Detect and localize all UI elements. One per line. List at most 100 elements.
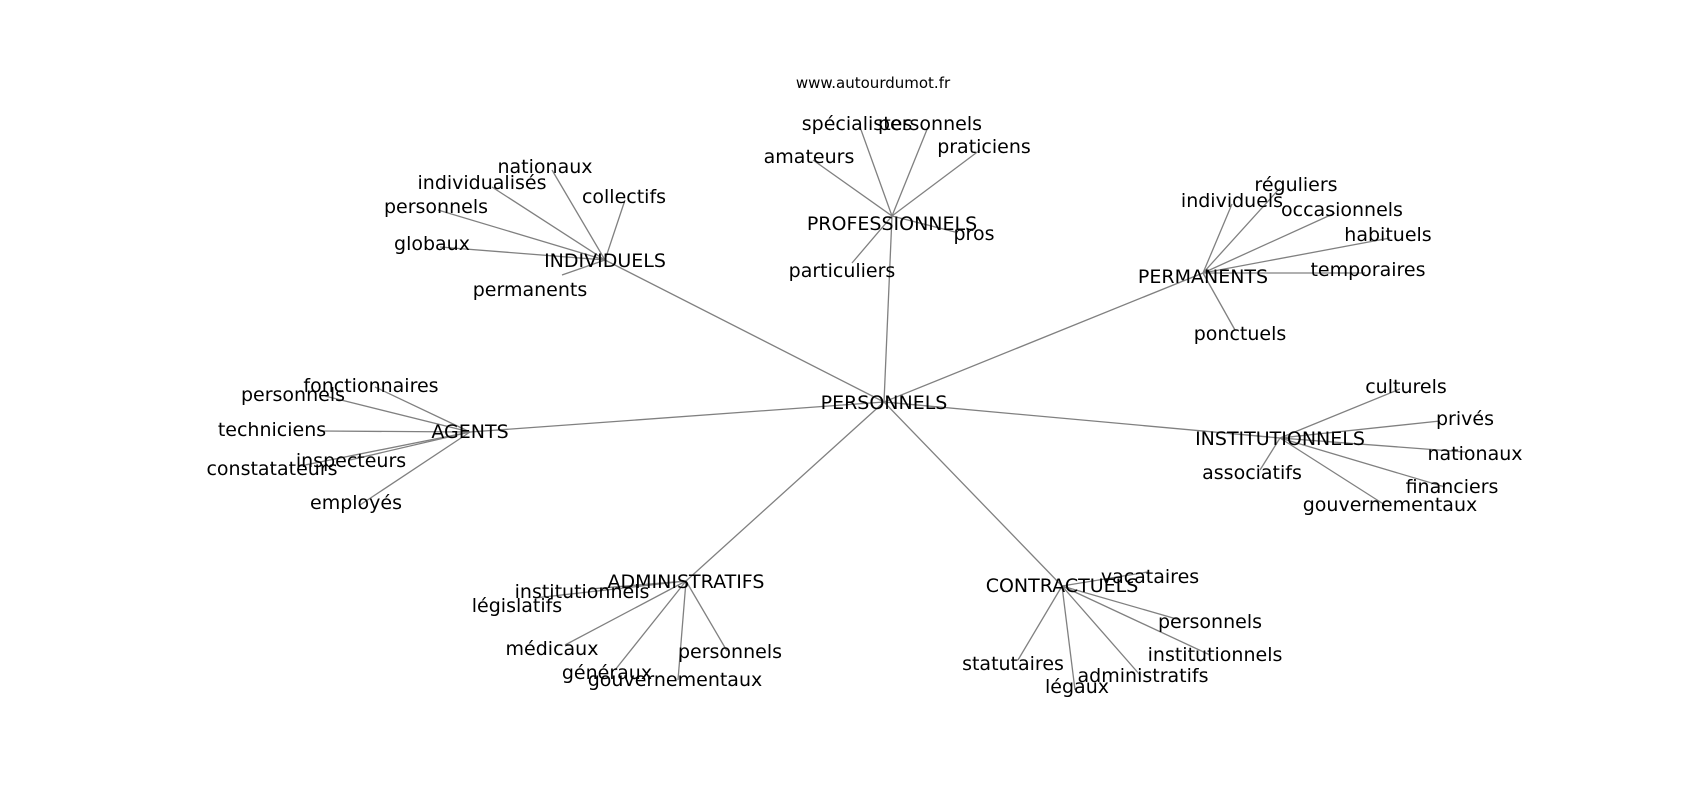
edge-root-group [469, 401, 885, 433]
leaf-node-label: collectifs [582, 186, 666, 208]
group-node-label: ADMINISTRATIFS [608, 571, 765, 593]
leaf-node-label: ponctuels [1194, 323, 1287, 345]
edge-group-leaf [299, 431, 471, 467]
edge-group-leaf [1259, 437, 1281, 471]
leaf-node-label: personnels [241, 384, 345, 406]
group-node-label: INDIVIDUELS [544, 250, 666, 272]
edge-root-group [883, 272, 1204, 403]
leaf-node-label: vacataires [1101, 566, 1199, 588]
edge-group-leaf [561, 259, 606, 276]
leaf-node-label: individuels [1181, 190, 1283, 212]
leaf-node-label: gouvernementaux [588, 669, 763, 691]
edge-group-leaf [1061, 585, 1076, 691]
leaf-node-label: personnels [1158, 611, 1262, 633]
leaf-node-label: culturels [1365, 376, 1447, 398]
edge-group-leaf [374, 386, 471, 433]
edge-root-group [883, 215, 893, 403]
leaf-node-label: statutaires [962, 653, 1064, 675]
edge-group-leaf [491, 186, 606, 261]
leaf-node-label: permanents [473, 279, 588, 301]
leaf-node-label: amateurs [764, 146, 855, 168]
leaf-node-label: fonctionnaires [303, 375, 438, 397]
leaf-node-label: financiers [1406, 476, 1499, 498]
edge-group-leaf [891, 126, 929, 217]
edge-group-leaf [324, 395, 471, 433]
edge-group-leaf [859, 126, 893, 217]
leaf-node-label: institutionnels [515, 581, 650, 603]
leaf-node-label: administratifs [1078, 665, 1209, 687]
leaf-node-label: institutionnels [1148, 644, 1283, 666]
leaf-node-label: praticiens [937, 136, 1031, 158]
leaf-node-label: médicaux [506, 638, 599, 660]
edge-root-group [883, 401, 1063, 587]
edge-group-leaf [677, 580, 687, 681]
edge-group-leaf [812, 159, 893, 217]
edge-group-leaf [1061, 585, 1141, 676]
leaf-node-label: nationaux [497, 156, 592, 178]
graph-edges [299, 126, 1466, 691]
edge-group-leaf [551, 169, 606, 261]
edge-group-leaf [851, 215, 893, 264]
edge-group-leaf [604, 199, 626, 261]
leaf-node-label: gouvernementaux [1303, 494, 1478, 516]
edge-group-leaf [1061, 585, 1181, 621]
leaf-node-label: temporaires [1310, 259, 1425, 281]
edge-group-leaf [891, 215, 956, 233]
leaf-node-label: occasionnels [1281, 199, 1403, 221]
leaf-node-label: généraux [562, 662, 652, 684]
leaf-node-label: légaux [1045, 676, 1109, 698]
edge-group-leaf [564, 580, 687, 646]
leaf-node-label: particuliers [789, 260, 896, 282]
leaf-node-label: personnels [878, 113, 982, 135]
edge-group-leaf [439, 246, 606, 261]
edge-group-leaf [1279, 437, 1386, 506]
leaf-node-label: individualisés [418, 172, 547, 194]
leaf-node-label: inspecteurs [296, 450, 406, 472]
leaf-node-label: constatateurs [206, 458, 337, 480]
edge-group-leaf [1279, 437, 1466, 453]
edge-group-leaf [534, 580, 687, 599]
edge-group-leaf [1202, 212, 1336, 274]
edge-group-leaf [1202, 237, 1391, 274]
edge-group-leaf [614, 580, 687, 671]
leaf-node-label: nationaux [1427, 443, 1522, 465]
edge-group-leaf [1202, 203, 1233, 274]
edge-group-leaf [1279, 437, 1446, 488]
edge-root-group [604, 259, 885, 403]
group-node-label: INSTITUTIONNELS [1195, 428, 1365, 450]
graph-labels: www.autourdumot.fr PERSONNELS PROFESSIONN… [206, 74, 1522, 698]
leaf-node-label: personnels [678, 641, 782, 663]
group-node-label: PROFESSIONNELS [807, 213, 977, 235]
edge-group-leaf [349, 431, 471, 461]
leaf-node-label: personnels [384, 196, 488, 218]
root-node-label: PERSONNELS [821, 392, 948, 414]
leaf-node-label: législatifs [472, 595, 562, 617]
leaf-node-label: réguliers [1254, 174, 1337, 196]
leaf-node-label: privés [1436, 408, 1494, 430]
edge-group-leaf [1279, 420, 1441, 439]
leaf-node-label: habituels [1344, 224, 1431, 246]
edge-group-leaf [1061, 571, 1149, 587]
edge-group-leaf [359, 431, 471, 506]
edge-group-leaf [319, 430, 471, 433]
edge-group-leaf [891, 149, 981, 217]
edge-group-leaf [1202, 272, 1236, 331]
edge-root-group [685, 401, 885, 582]
edge-group-leaf [685, 580, 728, 652]
edge-group-leaf [437, 209, 606, 261]
leaf-node-label: globaux [394, 233, 470, 255]
edge-group-leaf [1279, 388, 1401, 439]
group-node-label: AGENTS [431, 421, 508, 443]
source-credit: www.autourdumot.fr [796, 74, 951, 92]
leaf-node-label: employés [310, 492, 402, 514]
group-node-label: CONTRACTUELS [986, 575, 1139, 597]
leaf-node-label: associatifs [1202, 462, 1302, 484]
leaf-node-label: techniciens [218, 419, 326, 441]
group-node-label: PERMANENTS [1138, 266, 1268, 288]
edge-group-leaf [1061, 585, 1211, 656]
edge-root-group [883, 401, 1281, 439]
leaf-node-label: spécialistes [802, 113, 913, 135]
leaf-node-label: pros [954, 223, 995, 245]
edge-group-leaf [1017, 585, 1063, 661]
